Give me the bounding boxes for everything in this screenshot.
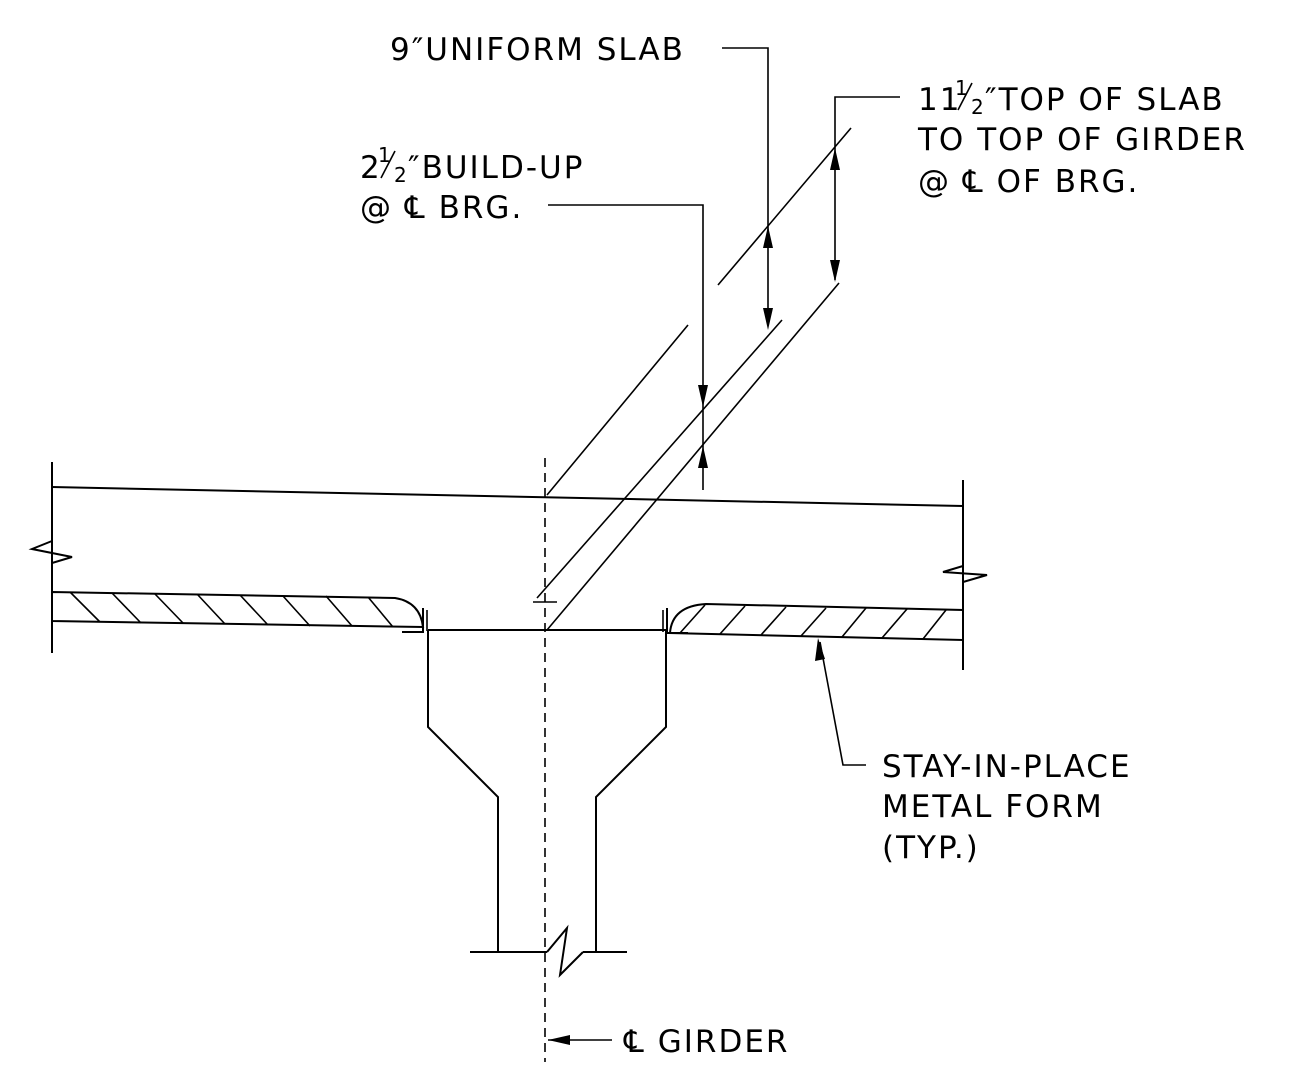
buildup-label-line1: ″BUILD-UP [408,150,584,186]
form-label-line3: (TYP.) [882,830,980,866]
left-form-hatching [69,591,394,628]
left-form-support-angle [402,608,424,633]
upper-slab-extension-line [717,127,852,286]
right-break-symbol [942,555,988,606]
form-callout-leader [819,641,866,766]
left-metal-form [51,590,428,633]
uniform-slab-label: 9″UNIFORM SLAB [390,32,685,68]
dimension-extension-lines [536,127,852,631]
top-to-girder-frac-slash [957,82,973,111]
top-to-girder-arrow-up [830,148,840,170]
uniform-slab-leader [722,47,769,322]
deck-slab [28,462,988,670]
girder-left-outline [427,630,499,952]
form-label-line1: STAY-IN-PLACE [882,749,1132,785]
left-form-outline [51,590,425,629]
girder-cl-arrow [548,1035,570,1045]
buildup-label-line2: @ ℄ BRG. [360,190,523,226]
right-metal-form [662,602,964,642]
top-to-girder-label-whole: 11 [918,82,961,118]
top-to-girder-label-frac-num: 1 [955,76,968,100]
form-label-line2: METAL FORM [882,789,1104,825]
buildup-dimension: 2 1 2 ″BUILD-UP @ ℄ BRG. [360,143,708,490]
girder-cl-callout: ℄ GIRDER [548,1024,789,1060]
top-to-girder-label-line3: @ ℄ OF BRG. [918,164,1139,200]
girder [427,629,667,978]
buildup-arrow-up [698,446,708,468]
top-to-girder-label-frac-den: 2 [971,95,984,119]
top-to-girder-dimension: 11 1 2 ″TOP OF SLAB TO TOP OF GIRDER @ ℄… [830,76,1247,282]
buildup-label-frac-den: 2 [394,163,407,187]
girder-right-outline [595,630,667,952]
top-to-girder-arrow-down [830,260,840,282]
buildup-frac-slash [380,150,396,179]
buildup-leader [548,204,704,490]
right-form-outline [668,602,964,642]
top-to-girder-leader [834,96,900,280]
form-callout: STAY-IN-PLACE METAL FORM (TYP.) [815,638,1132,866]
girder-break-symbol [546,924,584,978]
left-break-symbol [28,529,73,592]
uniform-slab-arrow-down [763,308,773,330]
right-form-hatching [679,604,947,640]
top-to-girder-label-line1: ″TOP OF SLAB [985,82,1225,118]
bottom-of-slab-extension-line [536,319,783,599]
uniform-slab-arrow-up [763,226,773,248]
slab-top-line [51,486,964,507]
slab-top-extension-line [546,324,689,496]
girder-top-extension-line [546,282,840,631]
form-callout-arrow [815,638,825,661]
girder-cl-label: ℄ GIRDER [623,1024,789,1060]
buildup-arrow-down [698,385,708,407]
uniform-slab-dimension: 9″UNIFORM SLAB [390,32,773,330]
top-to-girder-label-line2: TO TOP OF GIRDER [917,122,1247,158]
buildup-label-whole: 2 [360,150,382,186]
buildup-label-frac-num: 1 [378,143,391,167]
